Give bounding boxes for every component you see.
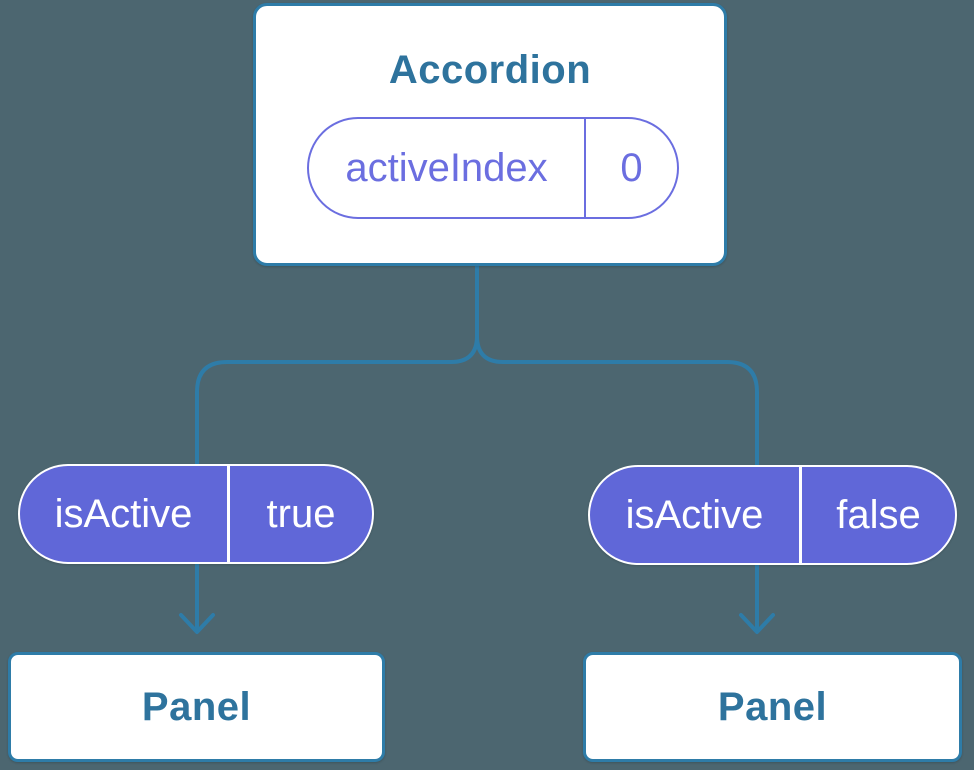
accordion-node: Accordion activeIndex 0 (253, 3, 727, 266)
panel-node-right: Panel (583, 652, 962, 762)
connector-left-branch (195, 264, 479, 631)
arrowhead-down-left-icon (179, 613, 215, 634)
state-pill-value: 0 (620, 145, 643, 190)
prop-pill-isactive-true: isActive true (18, 464, 374, 564)
state-pill-name: activeIndex (309, 119, 586, 217)
state-pill-activeindex: activeIndex 0 (307, 117, 679, 219)
panel-node-left: Panel (8, 652, 385, 762)
connector-right-branch (475, 264, 759, 631)
prop-pill-name: isActive (20, 466, 230, 562)
prop-pill-name: isActive (590, 467, 802, 563)
prop-pill-isactive-false: isActive false (588, 465, 957, 565)
arrowhead-down-right-icon (739, 613, 775, 634)
accordion-node-title: Accordion (388, 48, 592, 92)
prop-pill-value: true (266, 491, 336, 536)
prop-pill-value: false (836, 492, 921, 537)
